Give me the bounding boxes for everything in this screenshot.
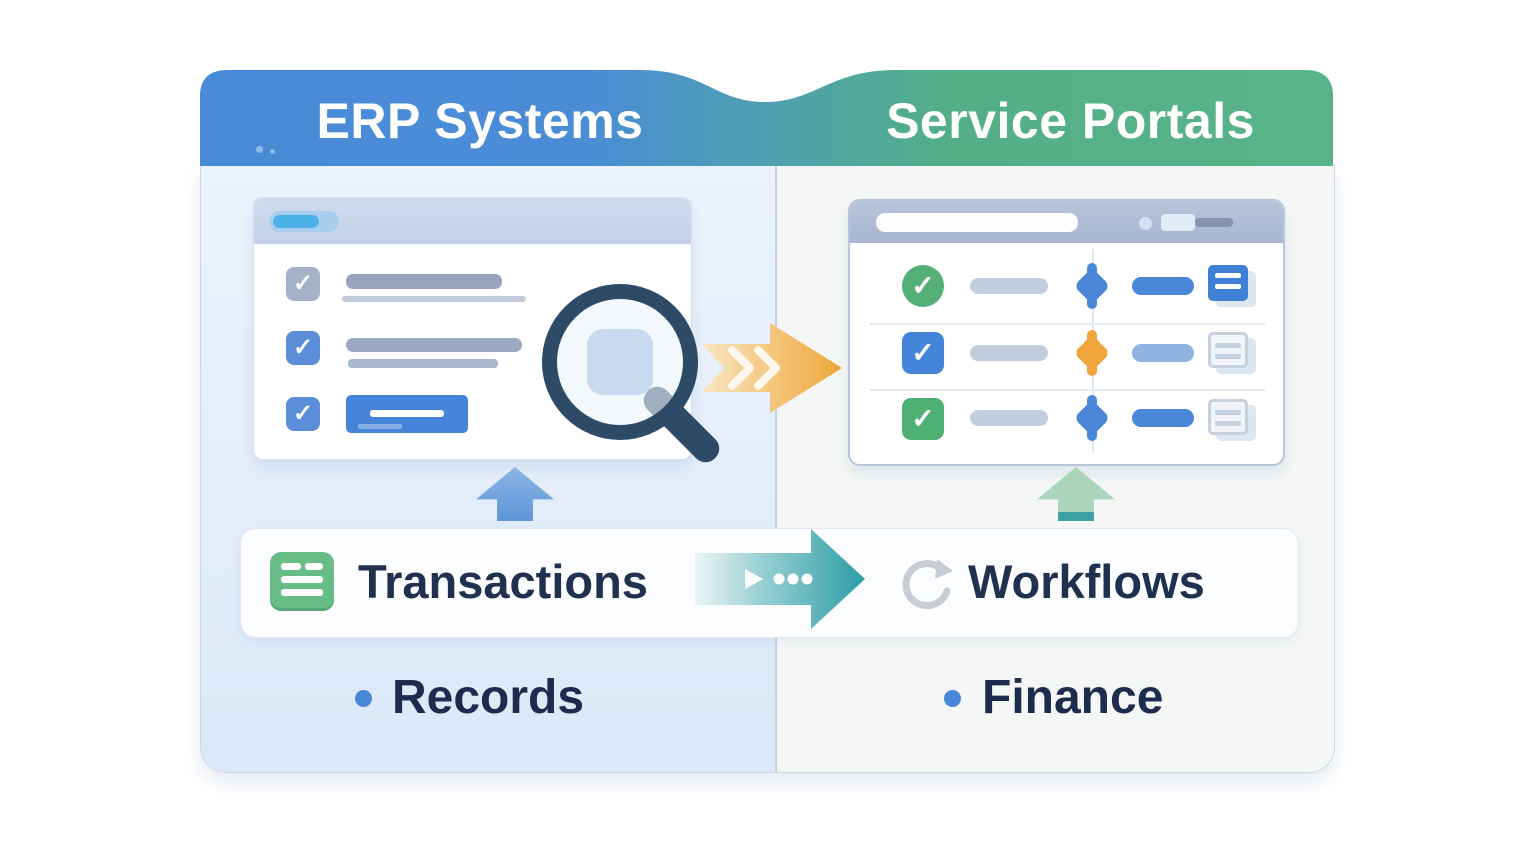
text-line: [342, 296, 526, 302]
portal-table: ✓ ✓ ✓: [848, 199, 1285, 466]
status-check-icon: ✓: [902, 332, 944, 374]
value-pill: [1132, 277, 1194, 295]
workflow-node-icon: [1073, 395, 1111, 441]
workflow-icon: [902, 559, 953, 610]
flow-arrow-icon: [695, 529, 865, 629]
search-bar: [876, 213, 1078, 232]
value-pill: [1132, 344, 1194, 362]
header-dot-icon: [256, 146, 263, 153]
primary-button: [346, 395, 468, 433]
table-text-line: [970, 278, 1048, 294]
check-glyph: ✓: [911, 403, 935, 434]
document-icon: [1208, 399, 1256, 441]
header-dot-icon: [270, 149, 275, 154]
table-row-divider: [870, 389, 1265, 391]
magnifier-icon: [542, 284, 698, 440]
checkbox-icon: ✓: [286, 331, 320, 365]
workflows-label: Workflows: [968, 555, 1205, 608]
text-line: [348, 359, 498, 368]
button-sub-line: [358, 424, 402, 429]
portal-tab-title: Service Portals: [886, 93, 1255, 149]
bullet-dot-icon: [944, 690, 961, 707]
check-glyph: ✓: [292, 400, 314, 427]
titlebar-dash-icon: [1195, 218, 1233, 227]
value-pill: [1132, 409, 1194, 427]
titlebar-dot-icon: [1139, 217, 1152, 230]
records-label: Records: [392, 671, 585, 724]
up-arrow-base: [1058, 512, 1094, 521]
progress-pill-icon: [269, 211, 339, 232]
portal-table-titlebar: [850, 201, 1283, 243]
header-ribbon: [200, 70, 1333, 166]
erp-window-titlebar: [254, 198, 691, 244]
finance-label: Finance: [982, 671, 1164, 724]
text-line: [346, 274, 502, 289]
table-text-line: [970, 345, 1048, 361]
document-icon: [1208, 265, 1256, 307]
progress-fill: [273, 215, 319, 228]
transactions-list-icon: [270, 552, 334, 611]
erp-tab-title: ERP Systems: [316, 93, 644, 149]
check-glyph: ✓: [911, 270, 935, 301]
panel-divider: [775, 164, 777, 772]
workflow-node-icon: [1073, 330, 1111, 376]
status-check-icon: ✓: [902, 265, 944, 307]
checkbox-icon: ✓: [286, 397, 320, 431]
bullet-dot-icon: [355, 690, 372, 707]
check-glyph: ✓: [292, 334, 314, 361]
document-icon: [1208, 332, 1256, 374]
check-glyph: ✓: [292, 270, 314, 297]
magnifier-focus-square: [587, 329, 653, 395]
text-line: [346, 338, 522, 352]
table-row-divider: [870, 323, 1265, 325]
transactions-label: Transactions: [358, 555, 648, 608]
erp-window: ✓ ✓ ✓: [253, 197, 692, 460]
status-check-icon: ✓: [902, 398, 944, 440]
checkbox-icon: ✓: [286, 267, 320, 301]
button-label-line: [370, 410, 444, 417]
workflow-node-icon: [1073, 263, 1111, 309]
transfer-arrow-icon: [702, 323, 842, 413]
table-text-line: [970, 410, 1048, 426]
check-glyph: ✓: [911, 337, 935, 368]
titlebar-pill-icon: [1161, 214, 1195, 231]
